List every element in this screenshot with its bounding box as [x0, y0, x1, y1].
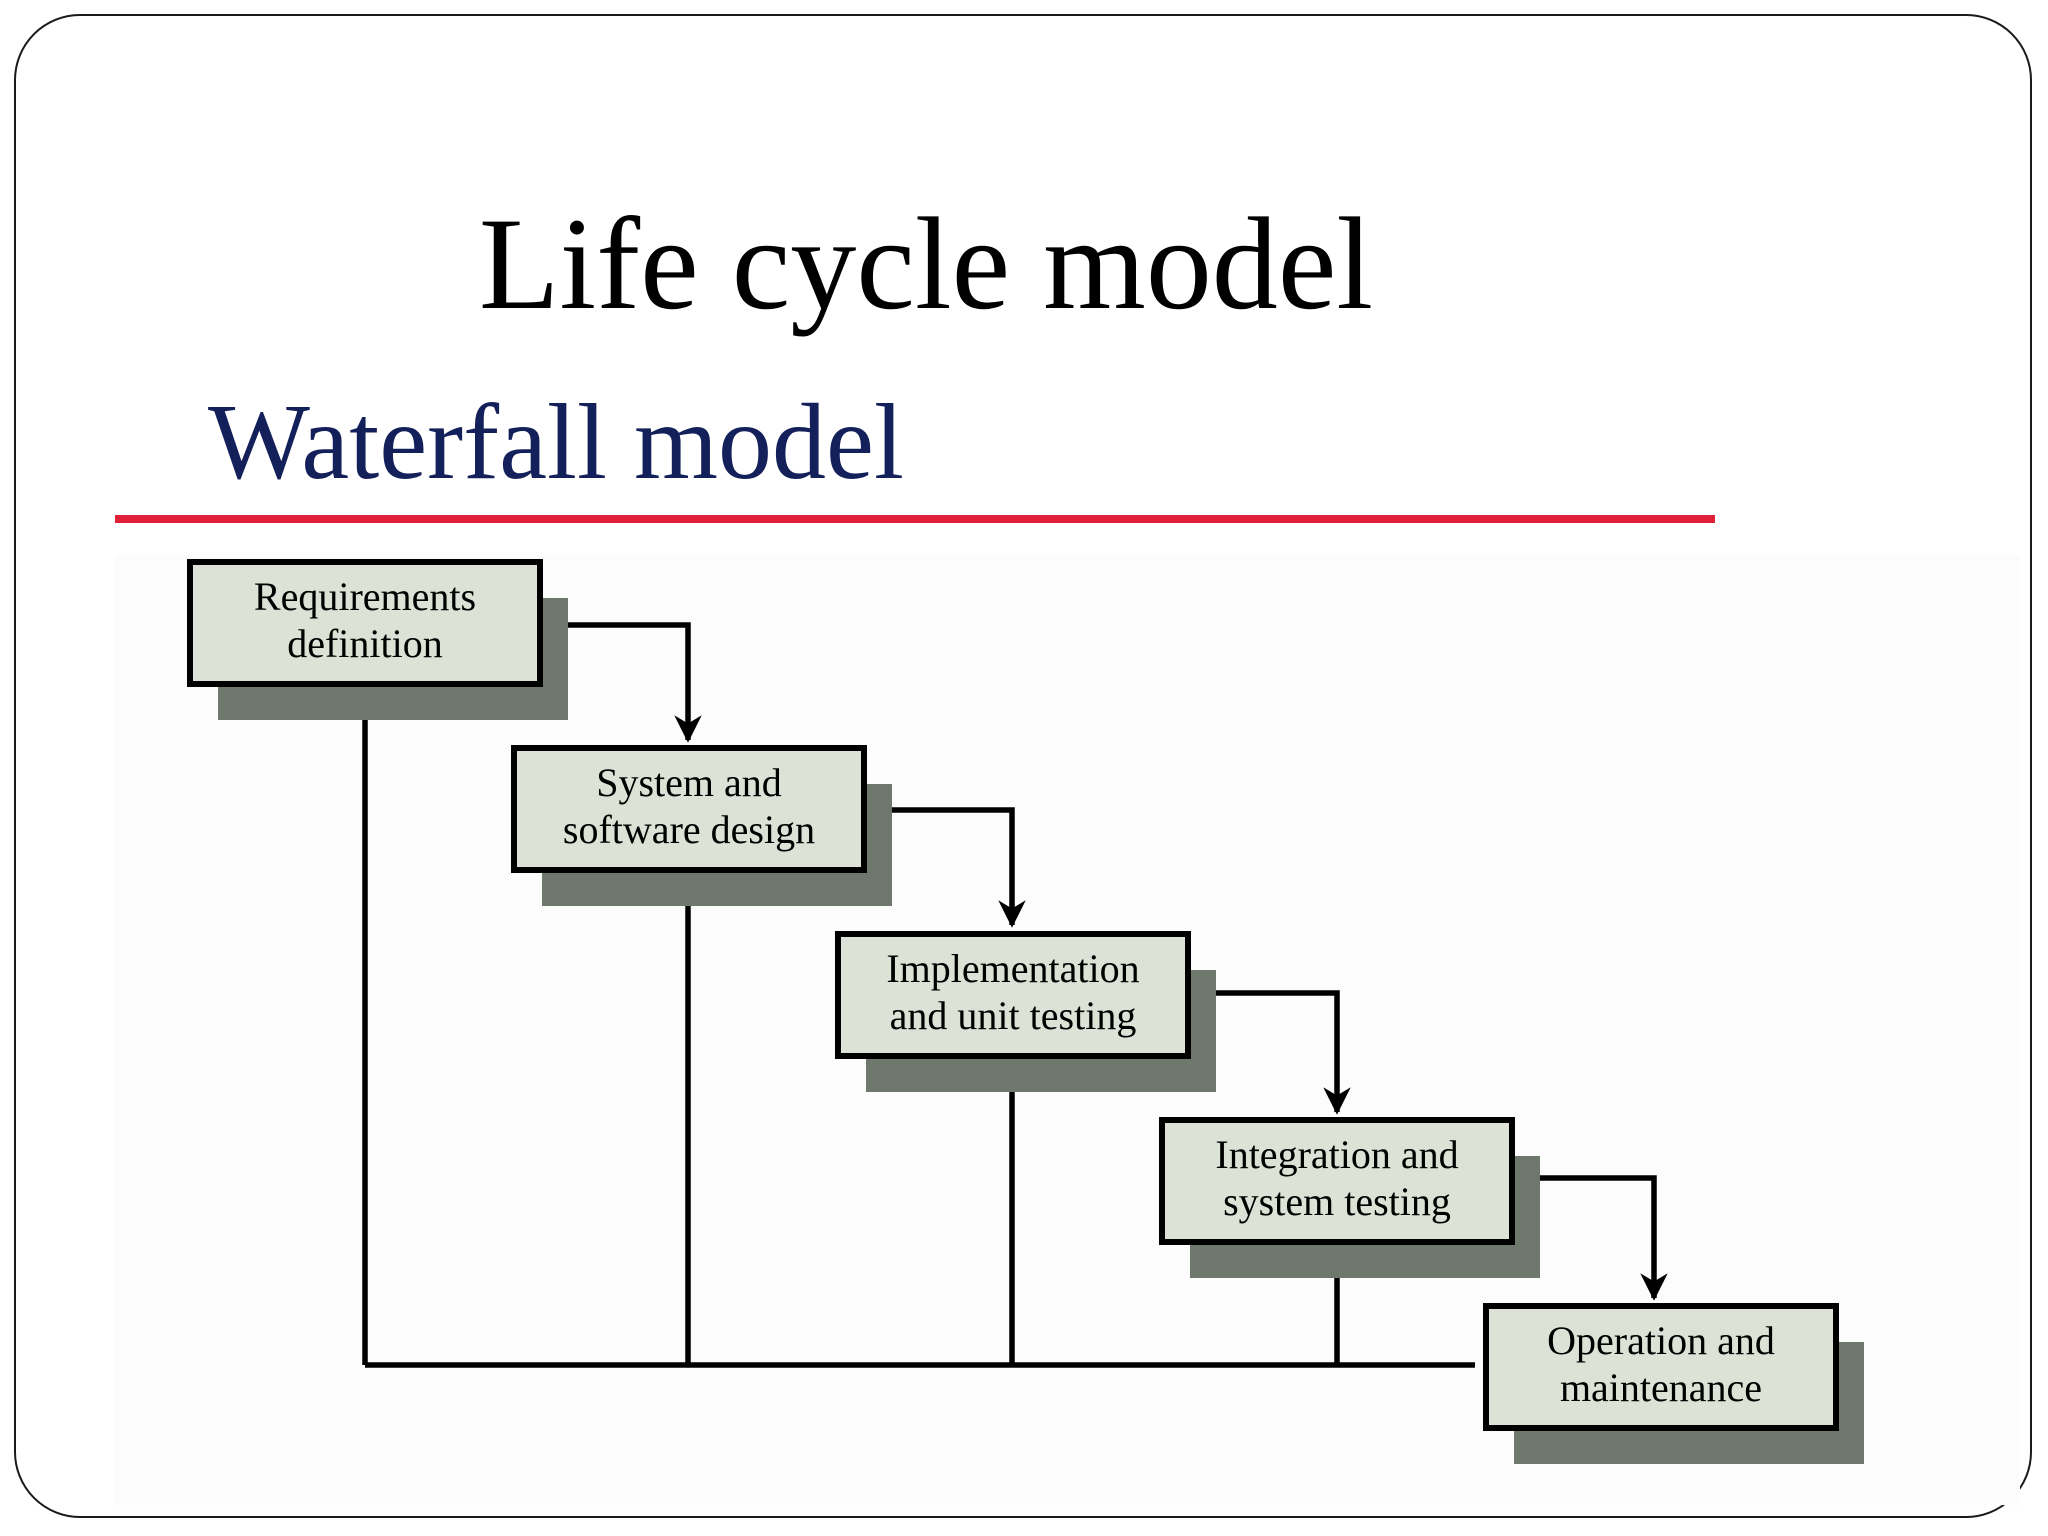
stage-label-line: and unit testing	[890, 993, 1137, 1038]
stage-box	[1483, 1303, 1839, 1431]
stage-box	[511, 745, 867, 873]
stage-label-line: system testing	[1223, 1179, 1451, 1224]
stage-label-line: Requirements	[254, 574, 476, 619]
stage-label-line: maintenance	[1560, 1365, 1762, 1410]
flow-arrow-integration-to-operation	[1512, 1175, 1668, 1301]
flow-arrow-design-to-implementation	[865, 807, 1026, 928]
slide-title: Life cycle model	[478, 190, 1374, 337]
stage-box	[1159, 1117, 1515, 1245]
flow-arrow-requirements-to-design	[540, 622, 702, 743]
connectors	[351, 622, 1668, 1368]
stage-label-line: definition	[287, 621, 443, 666]
flow-arrow-implementation-to-integration	[1190, 990, 1351, 1115]
stage-label-line: software design	[563, 807, 815, 852]
figure-heading: Waterfall model	[208, 383, 904, 502]
stage-label-line: System and	[596, 760, 782, 805]
stage-label-line: Operation and	[1547, 1318, 1775, 1363]
stage-label-line: Implementation	[886, 946, 1139, 991]
stage-label-line: Integration and	[1215, 1132, 1458, 1177]
stage-box	[187, 559, 543, 687]
stage-box	[835, 931, 1191, 1059]
